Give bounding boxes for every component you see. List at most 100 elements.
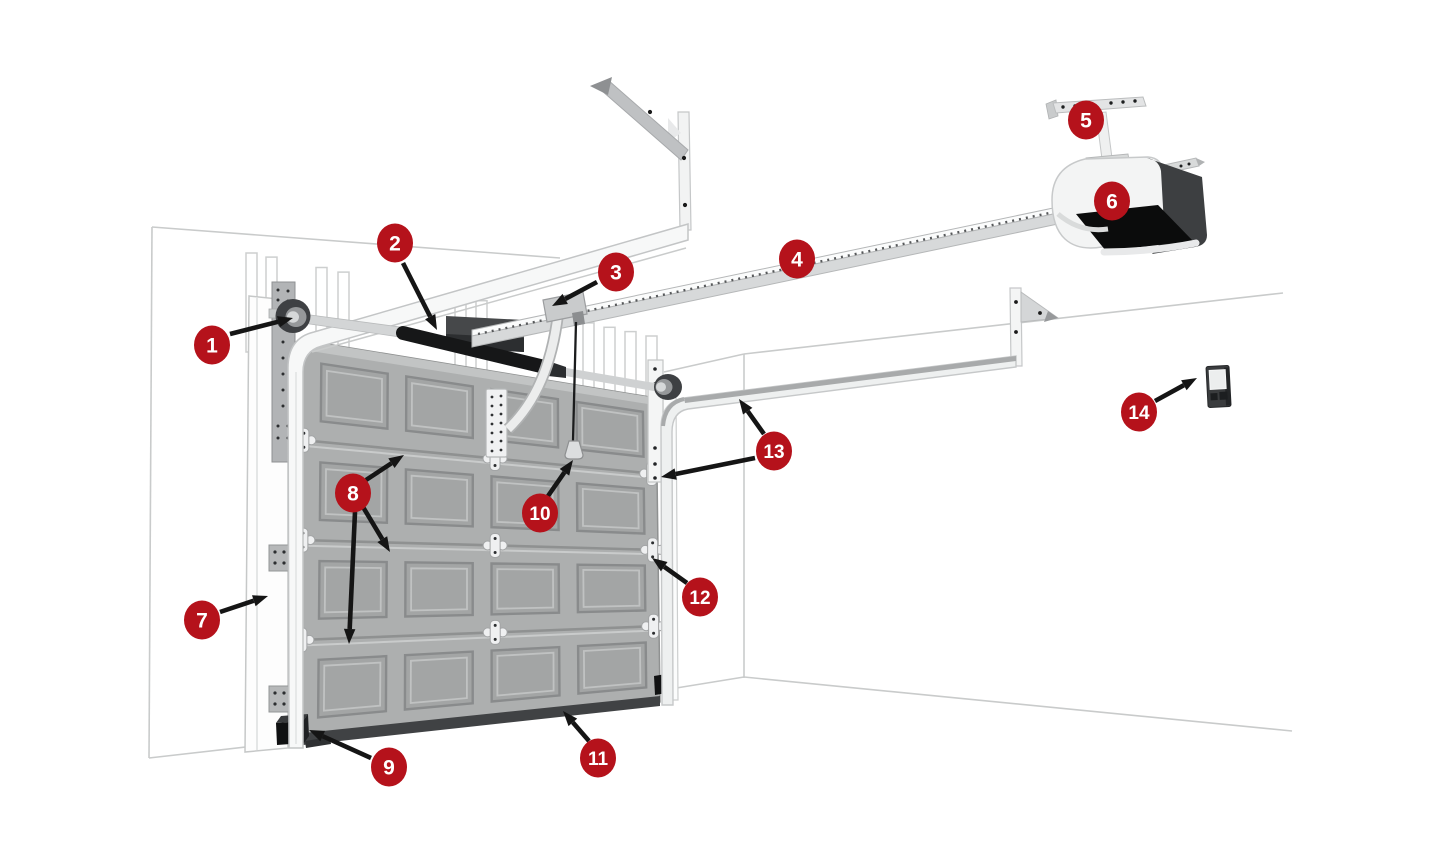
callout-badge-9: 9: [371, 747, 407, 787]
badge-number: 9: [383, 757, 395, 780]
motor-end-panel: [1147, 158, 1207, 254]
door-panel-bevel: [410, 382, 469, 433]
badge-number: 13: [763, 442, 784, 463]
door-panel-bevel: [496, 568, 555, 610]
door-panel: [316, 654, 388, 719]
door-panel-bevel: [582, 568, 641, 608]
opener-rail-assembly: [471, 206, 1059, 460]
callout-badge-7: 7: [184, 600, 220, 640]
door-panel-bevel: [409, 656, 468, 704]
callout-badge-6: 6: [1094, 181, 1130, 221]
motor-bottom-rim: [1100, 239, 1200, 256]
callout-arrow: [552, 279, 599, 306]
right-floor-line: [743, 676, 1293, 732]
callout-arrow: [1153, 378, 1197, 404]
badge-circle: [1094, 181, 1130, 221]
left-track: [287, 223, 689, 749]
door-top-band: [301, 340, 657, 406]
badge-number: 10: [529, 504, 550, 525]
callout-badge-4: 4: [779, 239, 815, 279]
callout-badge-14: 14: [1121, 392, 1157, 432]
callout-badge-1: 1: [194, 325, 230, 365]
door-arm: [505, 313, 563, 433]
door-panel: [404, 561, 474, 618]
cable-drum-left: [268, 299, 311, 333]
rear-hanger-strap: [600, 79, 689, 161]
callout-badge-5: 5: [1068, 100, 1104, 140]
section-joint: [298, 624, 660, 642]
trolley-tab: [572, 311, 585, 326]
badge-circle: [779, 239, 815, 279]
left-track-assembly: [287, 77, 692, 749]
torsion-shaft-right: [556, 367, 664, 392]
badge-circle: [682, 577, 718, 617]
door-panel-bevel: [496, 651, 555, 697]
jamb-bracket-upper: [268, 544, 291, 572]
hinge: [482, 532, 508, 558]
callout-arrow: [652, 558, 689, 585]
callout-arrow: [364, 455, 404, 482]
callout-badge-13: 13: [756, 431, 792, 471]
badge-number: 11: [588, 749, 609, 770]
badge-number: 6: [1106, 191, 1118, 214]
callout-arrow: [739, 399, 766, 436]
door-panel-bevel: [323, 566, 382, 614]
badge-number: 8: [347, 483, 359, 506]
track-curve-stripe: [661, 397, 685, 427]
callout-arrow: [219, 595, 268, 615]
door-panel-bevel: [581, 487, 640, 530]
door-panel-bevel: [324, 468, 383, 518]
wall-control: [1205, 365, 1232, 408]
badge-circle: [184, 600, 220, 640]
badge-circle: [1121, 392, 1157, 432]
garage-door: [289, 339, 669, 741]
left-wall-top-line: [151, 226, 561, 259]
callout-arrow: [229, 316, 293, 337]
callout-arrow: [309, 730, 372, 761]
callout-arrow: [400, 261, 437, 330]
door-panel: [490, 645, 561, 703]
door-panel: [576, 563, 647, 614]
door-panel: [490, 562, 561, 616]
wall-control-button: [1208, 369, 1227, 390]
door-panel: [404, 468, 475, 528]
badge-circle: [580, 738, 616, 778]
release-handle: [564, 440, 584, 460]
badge-circle: [598, 252, 634, 292]
badge-circle: [756, 431, 792, 471]
motor-side-bracket-tip: [1196, 158, 1205, 166]
callout-badge-2: 2: [377, 223, 413, 263]
badge-circle: [377, 223, 413, 263]
torsion-spring: [396, 326, 556, 375]
section-joint: [299, 538, 659, 552]
right-hanger-gusset-tip: [1044, 311, 1058, 322]
door-panel: [575, 400, 645, 459]
door-panel: [576, 641, 648, 695]
door-panel-bevel: [325, 369, 383, 424]
right-wall-top-left-line: [663, 353, 745, 373]
door-arm-bracket-holes: [490, 394, 503, 453]
callout-arrow: [661, 455, 756, 480]
badge-number: 4: [791, 249, 803, 272]
badge-number: 5: [1080, 110, 1092, 133]
horizontal-track-right: [660, 355, 1017, 706]
door-arm-bracket: [485, 388, 508, 458]
callout-badge-3: 3: [598, 252, 634, 292]
badge-number: 1: [206, 335, 218, 358]
door-panel-bevel: [581, 406, 639, 453]
badge-number: 7: [196, 610, 208, 633]
rear-hanger-strap-tip: [590, 77, 612, 95]
rear-hanger-post: [677, 111, 692, 231]
badge-circle: [1068, 100, 1104, 140]
badge-circle: [194, 325, 230, 365]
section-joint-highlight: [300, 444, 658, 480]
badge-number: 2: [389, 233, 401, 256]
section-joint: [300, 438, 658, 476]
jamb-bracket-lower: [268, 685, 291, 713]
door-panel: [319, 362, 389, 431]
motor-body-shade: [1056, 212, 1109, 233]
badge-circle: [371, 747, 407, 787]
door-panel-bevel: [322, 661, 382, 712]
